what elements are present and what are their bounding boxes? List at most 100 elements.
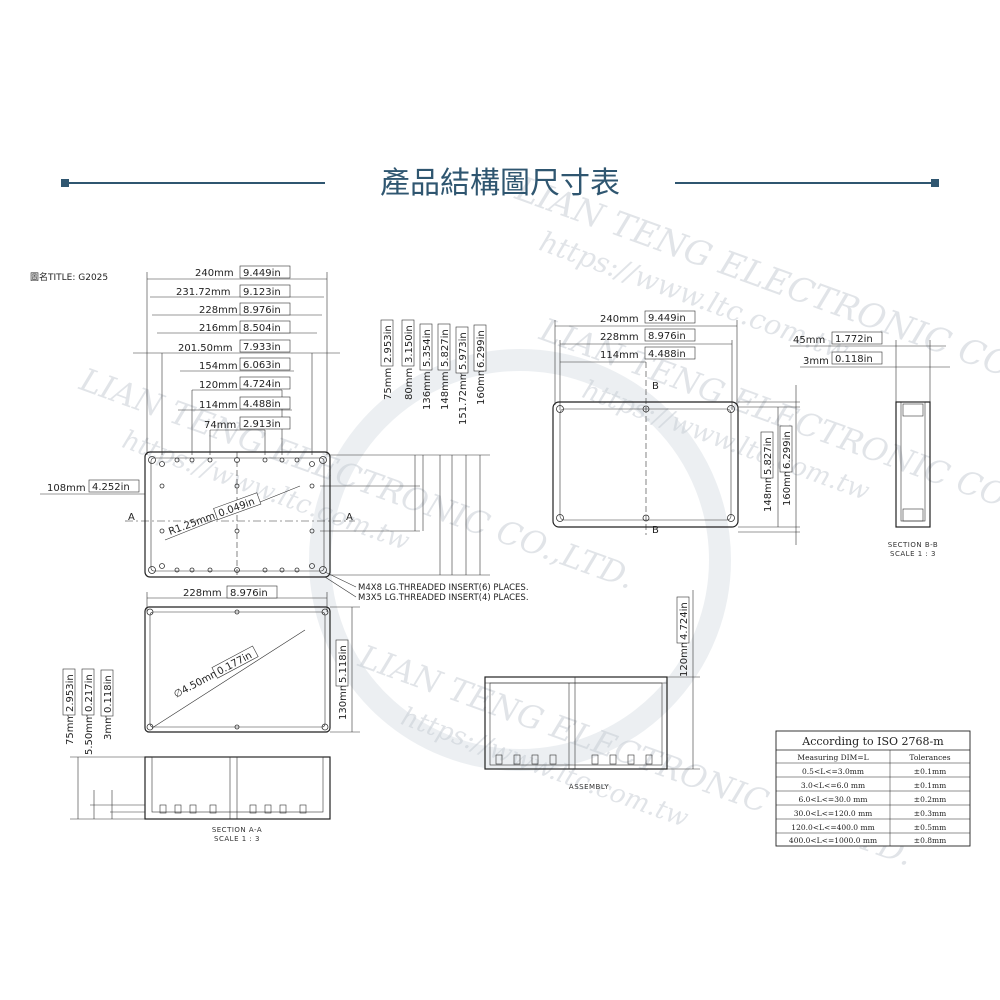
section-mark: B — [652, 525, 659, 536]
section-b-view: 45mm 1.772in 3mm 0.118in SECTION B-B SCA… — [790, 331, 950, 558]
dim-text: R1.25mm — [167, 511, 217, 538]
table-cell: 120.0<L<=400.0 mm — [791, 823, 874, 832]
assembly-caption: ASSEMBLY — [569, 783, 609, 791]
dim-text: 3.150in — [404, 325, 415, 363]
dim-text: 0.217in — [84, 674, 95, 712]
dim-text: 154mm — [199, 361, 238, 372]
table-cell: ±0.1mm — [914, 781, 946, 790]
section-caption: SCALE 1 : 3 — [890, 550, 936, 558]
table-header: Measuring DIM=L — [797, 753, 868, 762]
table-cell: ±0.2mm — [914, 795, 946, 804]
bottom-view: 228mm 8.976in ∅4.50mm 0.177in 130mm 5.11… — [144, 585, 360, 733]
dim-text: 160mm — [476, 366, 487, 405]
dim-text: 228mm — [600, 332, 639, 343]
dim-text: 3mm — [803, 356, 829, 367]
section-mark: B — [652, 381, 659, 392]
dim-text: 9.449in — [648, 313, 686, 324]
top-width-dimensions: 240mm 9.449in 231.72mm 9.123in 228mm 8.9… — [133, 265, 340, 455]
insert-note: M4X8 LG.THREADED INSERT(6) PLACES. — [358, 583, 529, 593]
dim-text: 120mm — [199, 380, 238, 391]
dim-text: 74mm — [204, 420, 236, 431]
dim-text: 9.123in — [243, 287, 281, 298]
dim-text: 240mm — [600, 314, 639, 325]
dim-text: 3mm — [103, 714, 114, 740]
dim-text: 114mm — [600, 350, 639, 361]
table-cell: ±0.1mm — [914, 767, 946, 776]
dim-text: 75mm — [65, 713, 76, 745]
table-cell: ±0.5mm — [914, 823, 946, 832]
dim-text: 240mm — [195, 268, 234, 279]
dim-text: 0.177in — [216, 650, 254, 677]
assembly-view: 120mm 4.724in ASSEMBLY — [484, 590, 700, 791]
table-cell: ±0.8mm — [914, 836, 946, 845]
dim-text: 6.299in — [476, 330, 487, 368]
dim-text: 8.504in — [243, 323, 281, 334]
dim-text: 5.50mm — [84, 713, 95, 755]
dim-text: 216mm — [199, 323, 238, 334]
dim-text: 5.827in — [763, 437, 774, 475]
dim-text: 151.72mm — [458, 371, 469, 425]
dim-text: 130mm — [338, 681, 349, 720]
dim-text: 8.976in — [648, 331, 686, 342]
dim-text: 108mm — [47, 483, 86, 494]
table-cell: 0.5<L<=3.0mm — [802, 767, 864, 776]
dim-text: 6.299in — [782, 431, 793, 469]
drawing-title-label: 圖名TITLE: G2025 — [30, 271, 108, 283]
page-title: 產品結構圖尺寸表 — [380, 166, 620, 201]
dim-text: 148mm — [763, 473, 774, 512]
table-cell: 3.0<L<=6.0 mm — [801, 781, 865, 790]
dim-text: 2.953in — [383, 325, 394, 363]
dim-text: 148mm — [440, 371, 451, 410]
dim-text: 6.063in — [243, 360, 281, 371]
dim-text: 1.772in — [835, 334, 873, 345]
table-header: Tolerances — [909, 753, 950, 762]
insert-note: M3X5 LG.THREADED INSERT(4) PLACES. — [358, 593, 529, 603]
screw-holes — [148, 456, 327, 574]
page-header: 產品結構圖尺寸表 — [61, 166, 939, 201]
dim-text: 114mm — [199, 400, 238, 411]
section-caption: SECTION A-A — [212, 826, 262, 834]
section-a-view: 75mm 2.953in 5.50mm 0.217in 3mm 0.118in … — [62, 668, 331, 843]
top-height-dimensions: 75mm 2.953in 80mm 3.150in 136mm 5.354in … — [320, 319, 490, 576]
dim-text: 5.118in — [338, 645, 349, 683]
dim-text: 120mm — [679, 638, 690, 677]
section-mark: A — [346, 512, 353, 523]
dim-text: 2.913in — [243, 419, 281, 430]
dim-text: 8.976in — [243, 305, 281, 316]
dim-text: 160mm — [782, 467, 793, 506]
dim-text: 0.118in — [835, 354, 873, 365]
dim-text: 4.724in — [679, 602, 690, 640]
dim-text: 8.976in — [230, 588, 268, 599]
dim-text: 2.953in — [65, 674, 76, 712]
dim-text: 80mm — [404, 368, 415, 400]
right-top-view: 240mm 9.449in 228mm 8.976in 114mm 4.488i… — [552, 310, 800, 545]
table-title: According to ISO 2768-m — [801, 735, 944, 748]
dim-text: 0.118in — [103, 675, 114, 713]
tolerance-table: According to ISO 2768-m Measuring DIM=L … — [775, 730, 971, 847]
dim-text: 5.354in — [422, 329, 433, 367]
table-cell: 30.0<L<=120.0 mm — [794, 809, 873, 818]
dim-text: 201.50mm — [178, 343, 232, 354]
dim-text: 4.488in — [243, 399, 281, 410]
dim-text: 136mm — [422, 371, 433, 410]
dim-text: 7.933in — [243, 342, 281, 353]
watermark-line: LIAN TENG ELECTRONIC CO.,LTD. — [510, 169, 1000, 420]
table-cell: 6.0<L<=30.0 mm — [798, 795, 867, 804]
dim-text: 75mm — [383, 368, 394, 400]
dim-text: 4.252in — [92, 482, 130, 493]
dim-text: 9.449in — [243, 268, 281, 279]
dim-text: 5.827in — [440, 329, 451, 367]
dim-text: 4.724in — [243, 379, 281, 390]
dim-text: 4.488in — [648, 349, 686, 360]
dim-text: 228mm — [199, 305, 238, 316]
dim-text: 5.973in — [458, 332, 469, 370]
table-cell: 400.0<L<=1000.0 mm — [789, 836, 877, 845]
table-cell: ±0.3mm — [914, 809, 946, 818]
section-caption: SECTION B-B — [888, 541, 938, 549]
dim-text: 45mm — [793, 335, 825, 346]
dim-text: 231.72mm — [176, 287, 230, 298]
section-caption: SCALE 1 : 3 — [214, 835, 260, 843]
section-mark: A — [128, 512, 135, 523]
dim-text: 228mm — [183, 588, 222, 599]
